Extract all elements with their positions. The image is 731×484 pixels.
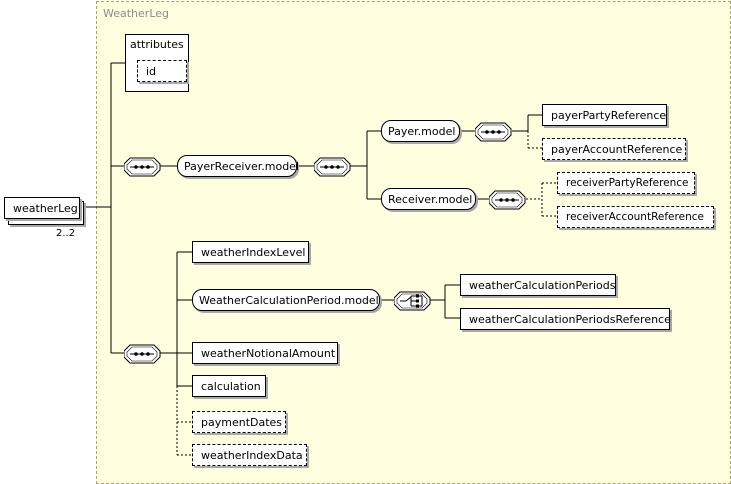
- element-receiver-account-reference[interactable]: receiverAccountReference: [557, 206, 714, 228]
- sequence-icon: [314, 157, 351, 177]
- group-receiver-model[interactable]: Receiver.model: [381, 188, 476, 210]
- element-receiver-party-reference[interactable]: receiverPartyReference: [557, 172, 695, 194]
- attribute-id-label: id: [146, 64, 157, 78]
- element-weather-index-data[interactable]: weatherIndexData: [192, 444, 307, 466]
- group-weather-calculation-period-model[interactable]: WeatherCalculationPeriod.model: [192, 289, 380, 311]
- element-label: weatherCalculationPeriodsReference: [469, 312, 671, 326]
- attribute-id[interactable]: id: [137, 60, 187, 82]
- sequence-icon: [489, 190, 526, 210]
- group-payer-model[interactable]: Payer.model: [381, 120, 460, 142]
- element-payer-account-reference[interactable]: payerAccountReference: [542, 138, 686, 160]
- element-calculation[interactable]: calculation: [192, 375, 266, 397]
- group-payer-receiver-model[interactable]: PayerReceiver.model: [177, 155, 300, 177]
- element-label: weatherIndexLevel: [201, 245, 306, 259]
- element-weather-calculation-periods-reference[interactable]: weatherCalculationPeriodsReference: [460, 308, 671, 330]
- sequence-icon: [124, 344, 161, 364]
- type-name-label: WeatherLeg: [103, 7, 169, 20]
- element-weather-notional-amount[interactable]: weatherNotionalAmount: [192, 342, 338, 364]
- element-label: payerAccountReference: [551, 142, 683, 156]
- element-weather-calculation-periods[interactable]: weatherCalculationPeriods: [460, 274, 616, 296]
- element-payer-party-reference[interactable]: payerPartyReference: [542, 104, 667, 126]
- sequence-icon: [475, 122, 512, 142]
- element-label: payerPartyReference: [551, 108, 667, 122]
- attributes-title: attributes: [130, 38, 184, 51]
- element-label: calculation: [201, 379, 261, 393]
- group-weather-calc-label: WeatherCalculationPeriod.model: [199, 293, 379, 307]
- element-payment-dates[interactable]: paymentDates: [192, 411, 286, 433]
- sequence-icon: [124, 157, 161, 177]
- group-payer-receiver-label: PayerReceiver.model: [184, 159, 300, 173]
- choice-icon: [394, 291, 431, 311]
- element-label: paymentDates: [201, 415, 283, 429]
- element-label: receiverPartyReference: [566, 176, 689, 189]
- occurrence-label: 2..2: [56, 228, 76, 239]
- group-payer-label: Payer.model: [388, 124, 456, 138]
- element-label: weatherNotionalAmount: [201, 346, 336, 360]
- element-label: receiverAccountReference: [566, 210, 704, 223]
- element-label: weatherIndexData: [201, 448, 303, 462]
- element-label: weatherCalculationPeriods: [469, 278, 616, 292]
- root-element-label: weatherLeg: [13, 201, 78, 215]
- element-weather-index-level[interactable]: weatherIndexLevel: [192, 241, 309, 263]
- root-element-weatherleg[interactable]: weatherLeg: [4, 197, 80, 219]
- group-receiver-label: Receiver.model: [388, 192, 473, 206]
